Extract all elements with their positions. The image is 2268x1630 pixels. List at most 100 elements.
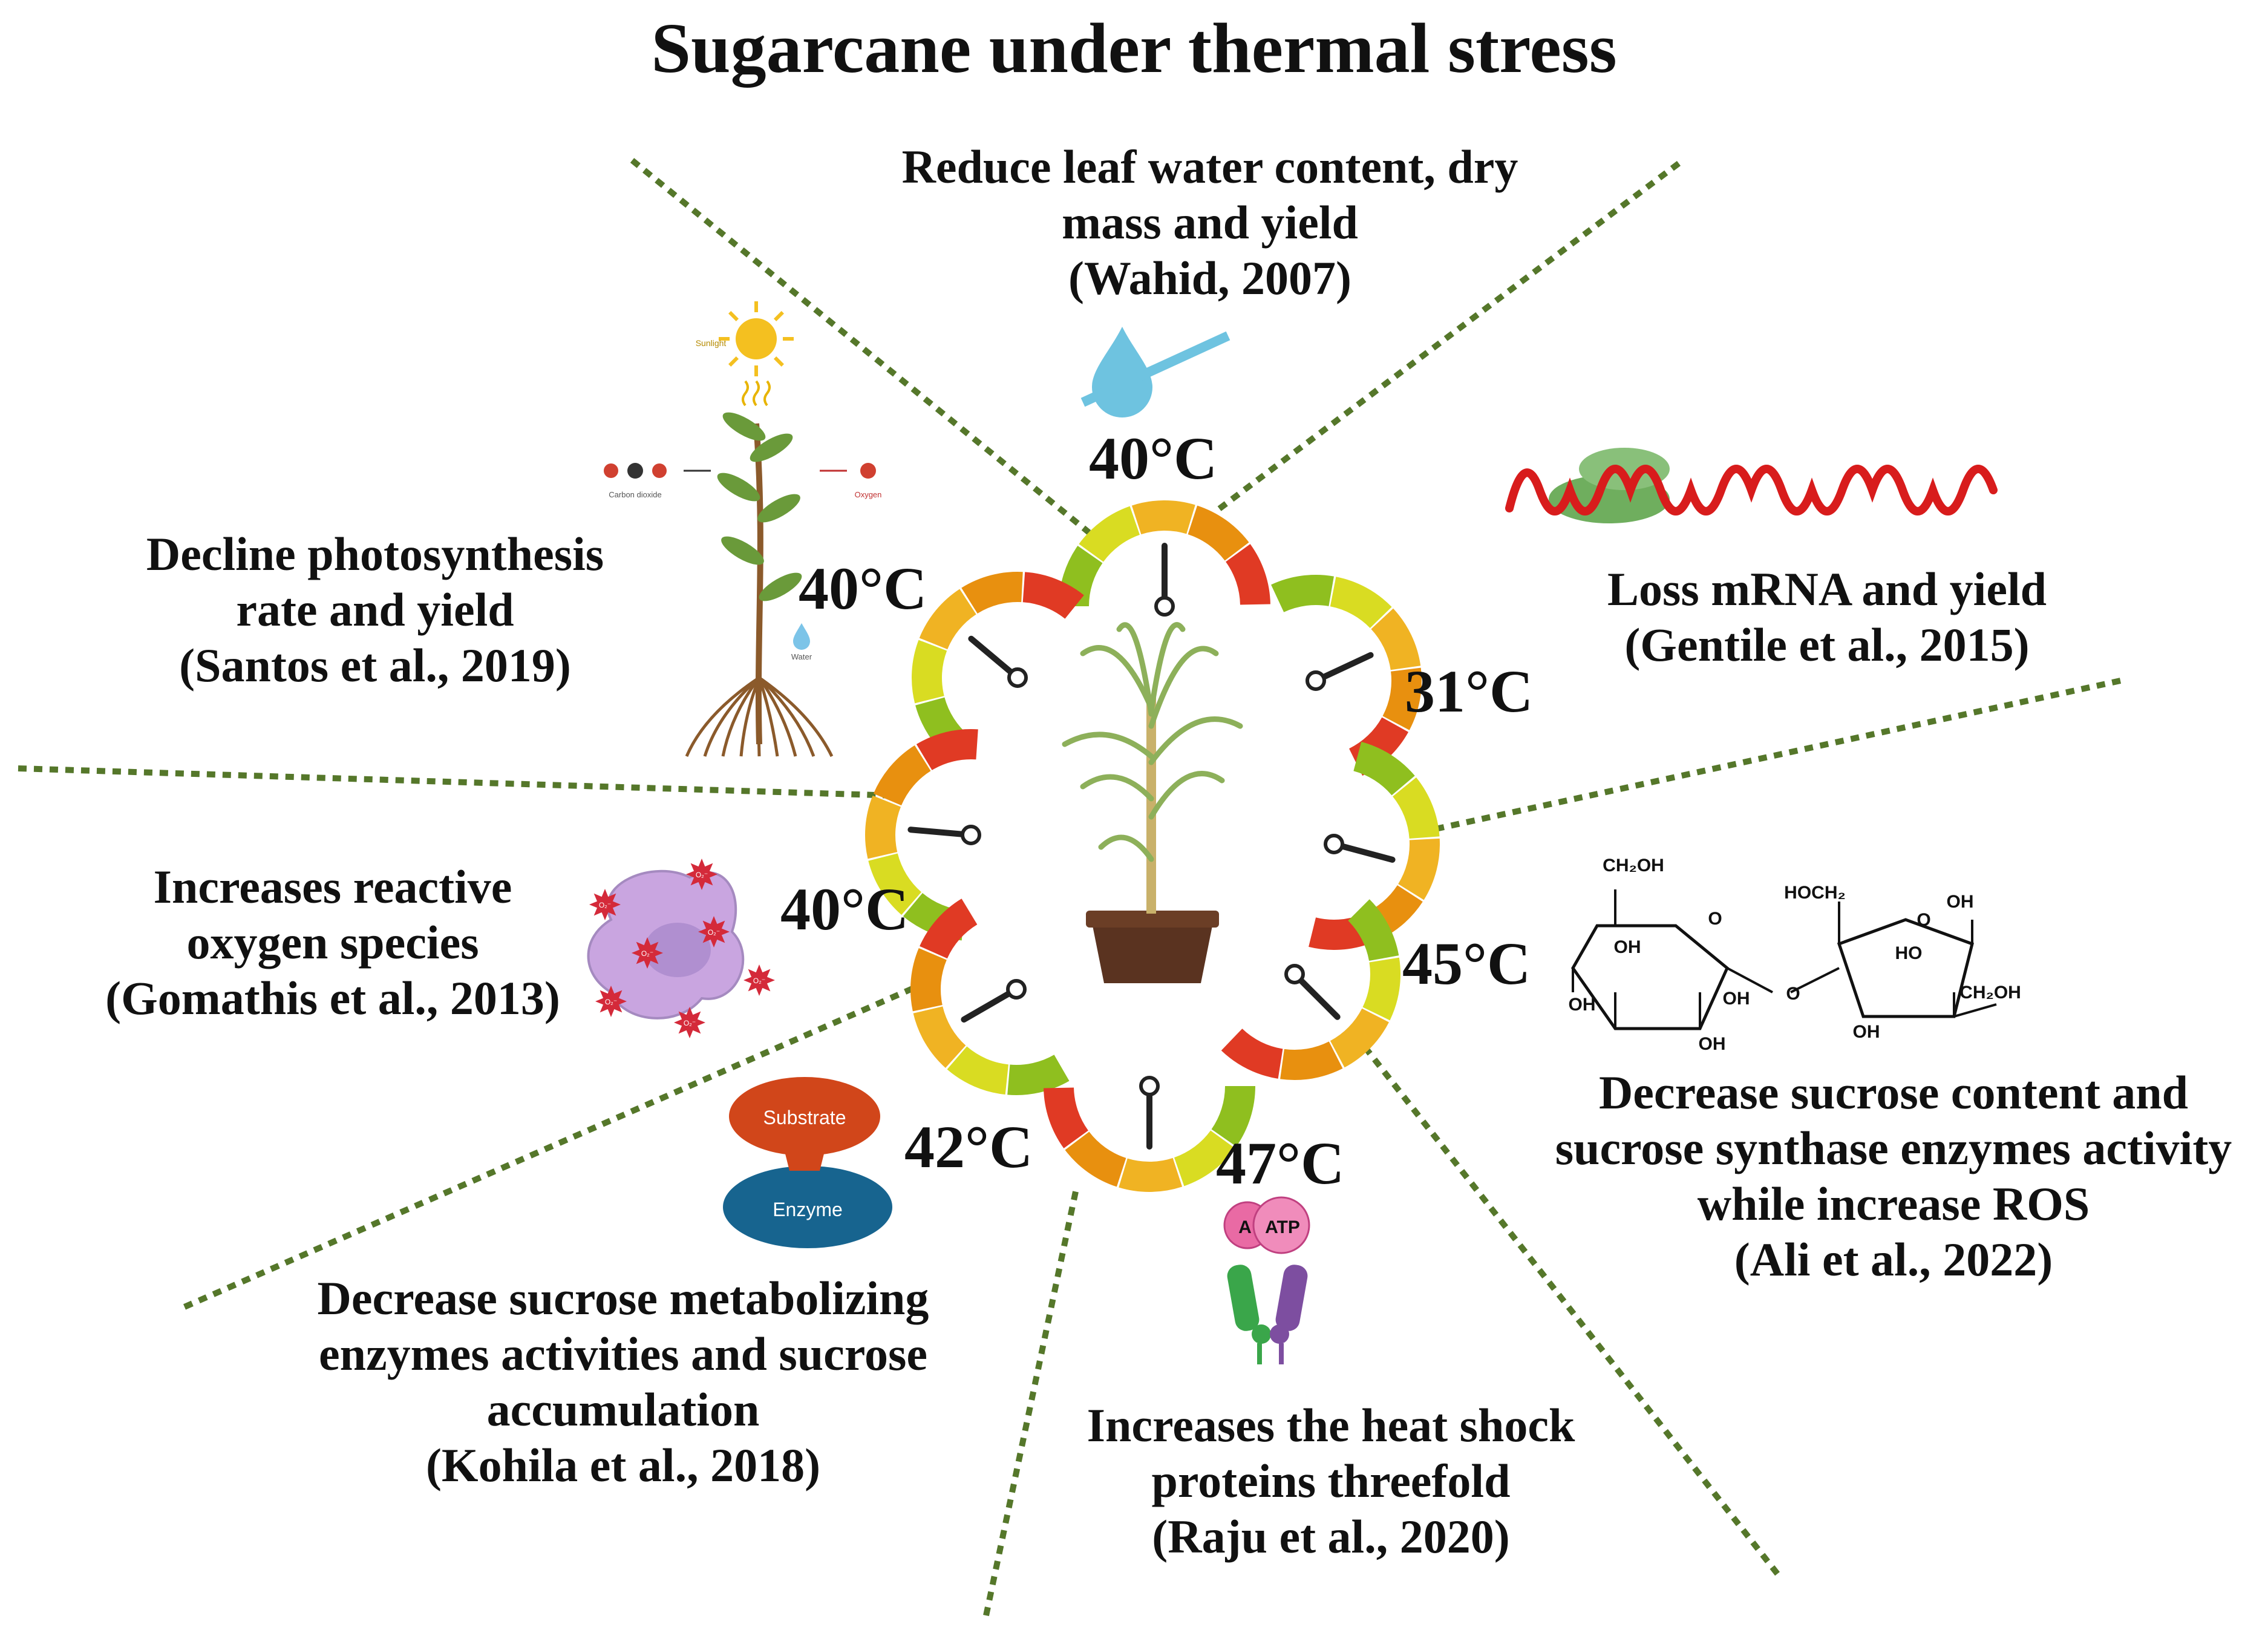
temperature-gauge-1 xyxy=(1059,500,1270,617)
gauge-segment xyxy=(1174,1130,1235,1186)
hsp-domain-left xyxy=(1227,1265,1260,1331)
gauge-segment xyxy=(868,853,921,915)
effect-hsp-line-1: Increases the heat shock xyxy=(1087,1399,1575,1452)
substrate-shape xyxy=(729,1077,880,1156)
sun-ray xyxy=(773,311,784,322)
co2-label: Carbon dioxide xyxy=(609,490,661,499)
dotted-divider-line-1 xyxy=(630,158,1091,535)
gauge-pivot xyxy=(1284,964,1305,984)
ros-burst-icon: O₂⁻ xyxy=(632,937,663,969)
enzyme-label: Enzyme xyxy=(773,1199,843,1220)
gauge-pivot xyxy=(961,825,981,845)
effect-hsp: Increases the heat shock proteins threef… xyxy=(1028,1398,1633,1565)
ros-label: O₂⁻ xyxy=(599,901,611,909)
gauge-segment xyxy=(1348,899,1399,961)
gauge-segment xyxy=(1211,1086,1255,1147)
ros-burst-icon: O₂⁻ xyxy=(589,889,621,920)
gauge-segment xyxy=(1119,1157,1183,1192)
sucrose-atom-label: O xyxy=(1708,909,1722,929)
sun-ray xyxy=(728,356,739,367)
temperature-gauge-7 xyxy=(1221,899,1400,1080)
cane-leaf xyxy=(1062,732,1154,759)
sucrose-atom-label: CH₂OH xyxy=(1603,856,1664,876)
gauge-segment xyxy=(1188,505,1249,561)
temperature-gauge-ring xyxy=(865,500,1440,1192)
temperature-gauge-8 xyxy=(1044,1076,1255,1192)
plant-root xyxy=(757,676,797,757)
ros-star xyxy=(595,986,627,1017)
gauge-segment xyxy=(1280,1041,1343,1080)
gauge-segment xyxy=(1044,1087,1088,1148)
ros-burst-icon: O₂⁻ xyxy=(743,964,775,996)
effect-ros: Increases reactive oxygen species (Gomat… xyxy=(36,859,629,1026)
temperature-gauge-3 xyxy=(1271,574,1422,776)
pot-body xyxy=(1092,923,1213,983)
hsp-foot-left xyxy=(1252,1324,1271,1344)
ros-label: O₂⁻ xyxy=(708,928,720,937)
gauge-segment xyxy=(1007,1055,1070,1095)
gauge-segment xyxy=(1382,667,1422,730)
effect-photo-line-1: Decline photosynthesis xyxy=(146,528,604,580)
temp-label-upper-left: 40°C xyxy=(799,555,927,622)
gauge-segment xyxy=(1226,544,1270,605)
water-drop-icon xyxy=(1080,327,1230,417)
dotted-divider-line-2 xyxy=(1214,161,1681,514)
plant-root xyxy=(758,676,834,758)
gauge-segment xyxy=(1353,741,1415,796)
sugarcane-plant-icon xyxy=(1062,622,1243,983)
gauge-segment xyxy=(1362,957,1400,1021)
gauge-segment xyxy=(910,948,947,1012)
bond xyxy=(1790,967,1840,993)
plant-leaf xyxy=(721,536,764,565)
plant-root xyxy=(685,676,760,757)
plant-root xyxy=(757,677,779,757)
divider-lines xyxy=(18,158,2122,1617)
effect-water-line-2: mass and yield xyxy=(1062,196,1358,249)
gauge-segment xyxy=(919,589,976,650)
dotted-divider-line-3 xyxy=(18,765,896,799)
gauge-pivot xyxy=(1324,834,1344,854)
sucrose-atom-label: OH xyxy=(1699,1034,1726,1054)
heat-wave xyxy=(742,380,749,407)
gauge-segment xyxy=(961,572,1023,614)
water-slash xyxy=(1080,331,1230,407)
effect-mrna: Loss mRNA and yield (Gentile et al., 201… xyxy=(1525,561,2129,673)
sun-ray xyxy=(728,311,739,322)
cane-leaf xyxy=(1080,774,1154,802)
plant-root xyxy=(703,676,760,757)
plant-leaf xyxy=(722,412,766,441)
ros-burst-icon: O₂⁻ xyxy=(686,859,717,890)
effect-water-line-1: Reduce leaf water content, dry xyxy=(901,140,1518,193)
bond xyxy=(1953,1003,1997,1018)
ros-star xyxy=(698,916,730,948)
hsp-domain-right xyxy=(1275,1265,1308,1331)
sucrose-atom-label: OH xyxy=(1947,892,1974,912)
gauge-segment xyxy=(1022,572,1084,619)
oxygen-label: Oxygen xyxy=(855,490,882,499)
gauge-segment xyxy=(1131,500,1195,535)
sucrose-atom-label: OH xyxy=(1569,995,1596,1015)
gauge-segment xyxy=(865,795,901,859)
gauge-segment xyxy=(911,640,947,704)
ros-label: O₂⁻ xyxy=(684,1019,696,1027)
cane-leaf xyxy=(1148,771,1225,820)
dotted-divider-line-7 xyxy=(983,1185,1080,1617)
effect-water-line-3: (Wahid, 2007) xyxy=(1068,252,1352,305)
ros-cell-icon: O₂⁻O₂⁻O₂⁻O₂⁻O₂⁻O₂⁻O₂⁻ xyxy=(587,859,775,1038)
effect-mrna-line-2: (Gentile et al., 2015) xyxy=(1624,618,2030,672)
ros-label: O₂⁻ xyxy=(753,977,765,985)
effect-photosynthesis: Decline photosynthesis rate and yield (S… xyxy=(79,526,672,693)
effect-sucrose-line-3: while increase ROS xyxy=(1697,1177,2090,1231)
plant-leaf xyxy=(759,572,802,601)
mrna-strand xyxy=(1505,465,1998,516)
temperature-gauge-6 xyxy=(910,898,1070,1095)
hsp-foot-right xyxy=(1270,1324,1289,1344)
substrate-label: Substrate xyxy=(763,1107,846,1128)
ros-label: O₂⁻ xyxy=(696,871,708,879)
gauge-segment xyxy=(1079,506,1140,562)
sucrose-atom-label: HO xyxy=(1895,943,1923,963)
atp-a-label: A xyxy=(1238,1217,1252,1237)
